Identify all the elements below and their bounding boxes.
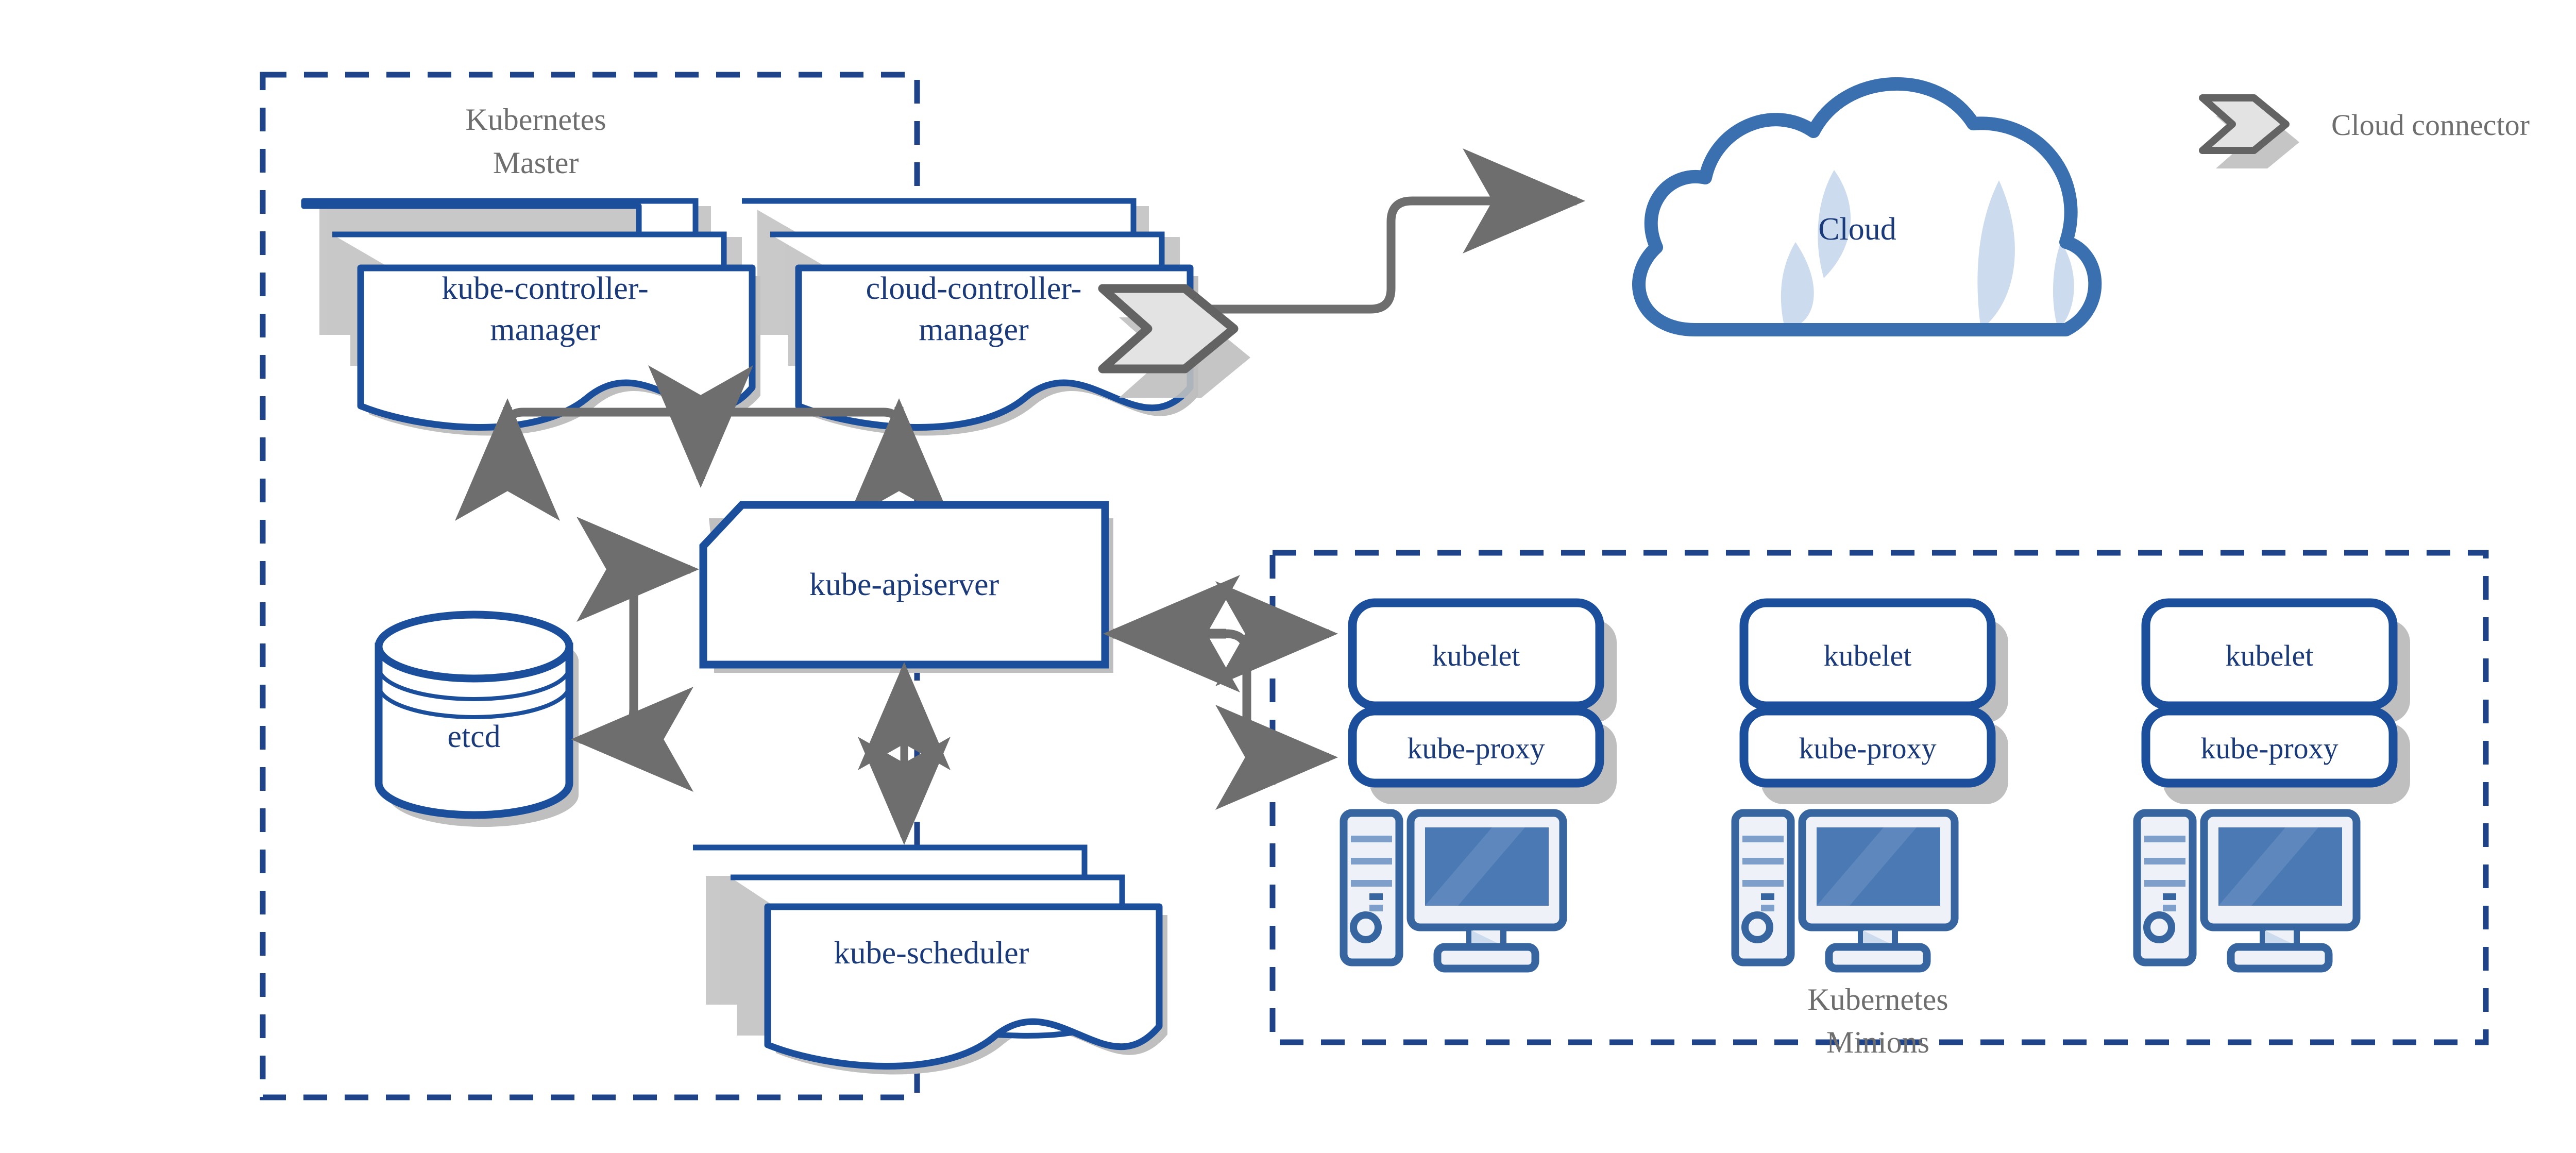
computer-icon-1 (1340, 809, 1567, 973)
kube-proxy-label-2: kube-proxy (1799, 732, 1936, 765)
kubelet-label-2: kubelet (1824, 639, 1912, 672)
connector-apiserver-to-minions (1103, 575, 1338, 810)
kube-apiserver-label: kube-apiserver (809, 567, 999, 602)
kubelet-label-1: kubelet (1432, 639, 1520, 672)
kubelet-box-3[interactable]: kubelet (2141, 598, 2410, 723)
minion-node-3: kubelet kube-proxy (2133, 598, 2410, 973)
minions-group-boundary (1269, 550, 2489, 1045)
master-group-label-line1: Kubernetes (465, 103, 606, 137)
connector-apiserver-etcd (571, 517, 699, 792)
kube-proxy-label-1: kube-proxy (1407, 732, 1545, 765)
node-kube-controller-manager[interactable]: kube-controller- manager (301, 198, 760, 436)
cloud-label: Cloud (1818, 212, 1896, 247)
minions-group-label-line1: Kubernetes (1807, 982, 1948, 1016)
kube-proxy-box-1[interactable]: kube-proxy (1348, 706, 1617, 804)
kube-proxy-box-2[interactable]: kube-proxy (1739, 706, 2008, 804)
computer-icon-3 (2133, 809, 2361, 973)
cloud-controller-manager-label-line1: cloud-controller- (866, 271, 1082, 306)
kubelet-label-3: kubelet (2226, 639, 2314, 672)
legend-cloud-connector: Cloud connector (2199, 94, 2530, 168)
node-etcd[interactable]: etcd (375, 611, 579, 827)
cloud-controller-manager-label-line2: manager (919, 312, 1029, 347)
kube-proxy-box-3[interactable]: kube-proxy (2141, 706, 2410, 804)
kube-proxy-label-3: kube-proxy (2200, 732, 2338, 765)
etcd-label: etcd (447, 719, 500, 754)
cloud-shape: Cloud (1632, 77, 2102, 336)
connector-apiserver-to-controllers (455, 365, 952, 521)
computer-icon-2 (1731, 809, 1959, 973)
node-kube-scheduler[interactable]: kube-scheduler (693, 844, 1167, 1075)
legend-label: Cloud connector (2331, 108, 2530, 142)
minions-group-label-line2: Minions (1826, 1025, 1929, 1059)
cloud-connector-chevron-icon (1098, 284, 1250, 398)
node-kube-apiserver[interactable]: kube-apiserver (699, 501, 1113, 673)
kube-controller-manager-label-line2: manager (490, 312, 600, 347)
minion-node-2: kubelet kube-proxy (1731, 598, 2008, 973)
kubelet-box-1[interactable]: kubelet (1348, 598, 1617, 723)
master-group-label-line2: Master (493, 146, 579, 180)
minion-node-1: kubelet kube-proxy (1340, 598, 1617, 973)
connector-ccm-to-cloud (1200, 148, 1585, 314)
kubelet-box-2[interactable]: kubelet (1739, 598, 2008, 723)
kube-controller-manager-label-line1: kube-controller- (442, 271, 649, 306)
kube-scheduler-label: kube-scheduler (834, 936, 1029, 971)
